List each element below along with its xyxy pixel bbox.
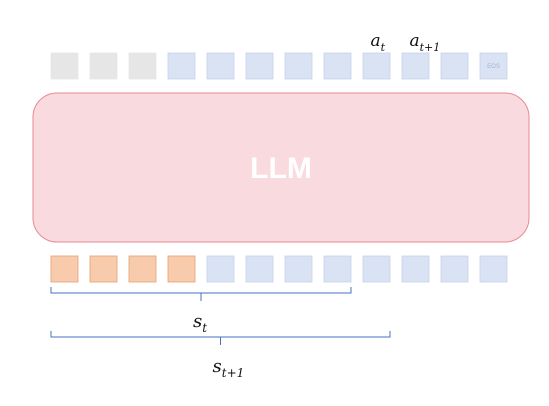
input-token-orange <box>128 255 157 283</box>
llm-label: LLM <box>250 152 312 185</box>
output-token-grey <box>128 52 157 80</box>
output-token-blue <box>167 52 196 80</box>
input-token-blue <box>284 255 313 283</box>
output-token-blue <box>284 52 313 80</box>
llm-block: LLM <box>32 92 530 243</box>
output-token-blue <box>440 52 469 80</box>
input-token-orange <box>89 255 118 283</box>
output-token-blue <box>206 52 235 80</box>
output-token-blue <box>479 52 508 80</box>
output-token-row: EOS <box>50 52 508 80</box>
input-token-blue <box>362 255 391 283</box>
output-token-grey <box>89 52 118 80</box>
input-token-blue <box>323 255 352 283</box>
output-token-blue <box>245 52 274 80</box>
action-label: at <box>371 31 386 54</box>
input-token-orange <box>167 255 196 283</box>
action-label: at+1 <box>410 31 441 54</box>
input-token-row <box>50 255 508 283</box>
llm-box <box>32 92 530 243</box>
input-token-blue <box>440 255 469 283</box>
input-token-orange <box>50 255 79 283</box>
input-token-blue <box>206 255 235 283</box>
state-brace <box>50 331 391 345</box>
input-token-blue <box>401 255 430 283</box>
state-label: st <box>193 311 207 335</box>
state-brace <box>50 287 352 301</box>
eos-token-label: EOS <box>487 64 500 70</box>
output-token-grey <box>50 52 79 80</box>
output-token-blue <box>362 52 391 80</box>
state-label: st+1 <box>213 356 245 380</box>
input-token-blue <box>245 255 274 283</box>
action-labels: at at+1 <box>371 31 441 54</box>
input-token-blue <box>479 255 508 283</box>
output-token-blue <box>323 52 352 80</box>
output-token-blue <box>401 52 430 80</box>
